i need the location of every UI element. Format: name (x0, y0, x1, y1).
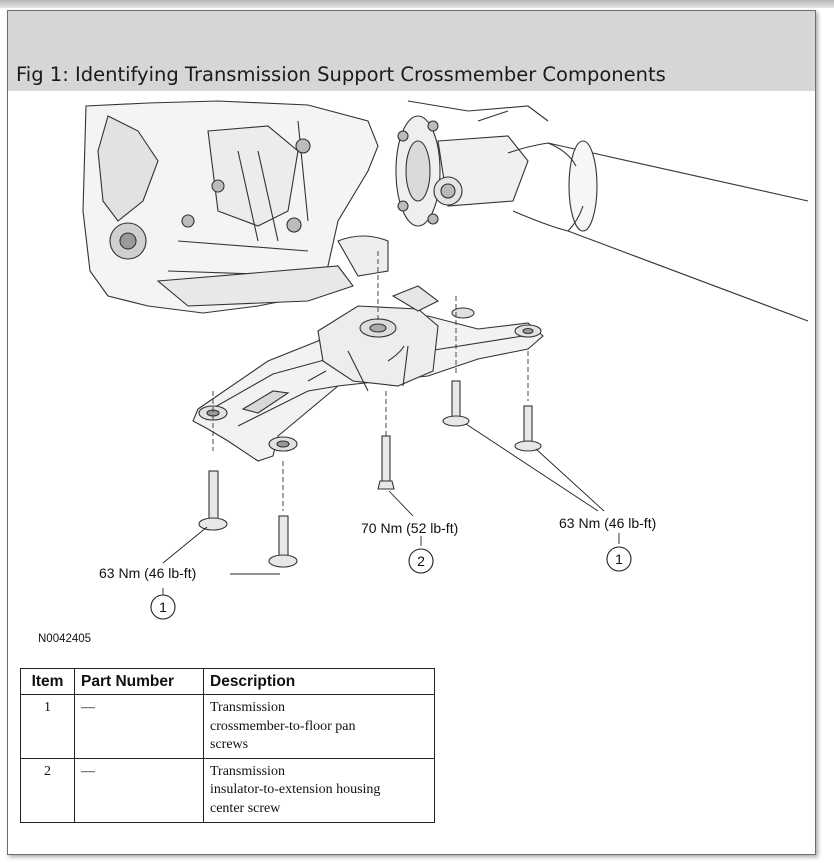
callout-circle-1-left (150, 594, 176, 620)
crossmember-illustration: 63 Nm (46 lb-ft) 1 70 Nm (52 lb-ft) 2 63… (38, 100, 809, 645)
cell-description: Transmission insulator-to-extension hous… (203, 757, 435, 823)
header-description: Description (203, 668, 435, 695)
cell-part-number: — (74, 757, 204, 823)
description-line: center screw (210, 800, 281, 816)
cell-item: 2 (20, 757, 75, 823)
description-line: crossmember-to-floor pan (210, 718, 356, 734)
table-row: 1 — Transmission crossmember-to-floor pa… (20, 694, 435, 759)
fastener-centerlines (212, 251, 529, 511)
callout-number-1-right: 1 (615, 551, 623, 567)
driveshaft-tube-drawing (507, 140, 809, 322)
transmission-drawing (82, 100, 389, 314)
description-line: Transmission (210, 700, 285, 715)
description-line: insulator-to-extension housing (210, 782, 381, 797)
drawing-id: N0042405 (38, 633, 91, 645)
caption-bar: Fig 1: Identifying Transmission Support … (8, 11, 815, 91)
cell-description: Transmission crossmember-to-floor pan sc… (203, 694, 435, 759)
parts-table: Item Part Number Description 1 — Transmi… (20, 668, 435, 823)
description-line: Transmission (210, 763, 285, 779)
callout-circle-2 (408, 548, 434, 574)
driveshaft-yoke-drawing (395, 100, 549, 227)
table-row: 2 — Transmission insulator-to-extension … (20, 757, 435, 823)
torque-label-center: 70 Nm (52 lb-ft) (361, 520, 458, 536)
cell-item: 1 (20, 694, 75, 759)
insulator-drawing (317, 285, 440, 392)
bolts (198, 380, 542, 568)
torque-label-left: 63 Nm (46 lb-ft) (99, 565, 196, 581)
header-item: Item (20, 668, 75, 695)
window-top-strip (0, 0, 834, 8)
torque-label-right: 63 Nm (46 lb-ft) (559, 515, 656, 531)
callout-number-2: 2 (417, 553, 425, 569)
callout-number-1-left: 1 (159, 599, 167, 615)
table-header-row: Item Part Number Description (20, 668, 435, 695)
cell-part-number: — (74, 694, 204, 759)
callout-circle-1-right (606, 546, 632, 572)
leader-lines (162, 423, 620, 596)
header-part-number: Part Number (74, 668, 204, 695)
figure-caption: Fig 1: Identifying Transmission Support … (16, 63, 666, 86)
description-line: screws (210, 737, 249, 752)
callout-circles (150, 546, 632, 620)
